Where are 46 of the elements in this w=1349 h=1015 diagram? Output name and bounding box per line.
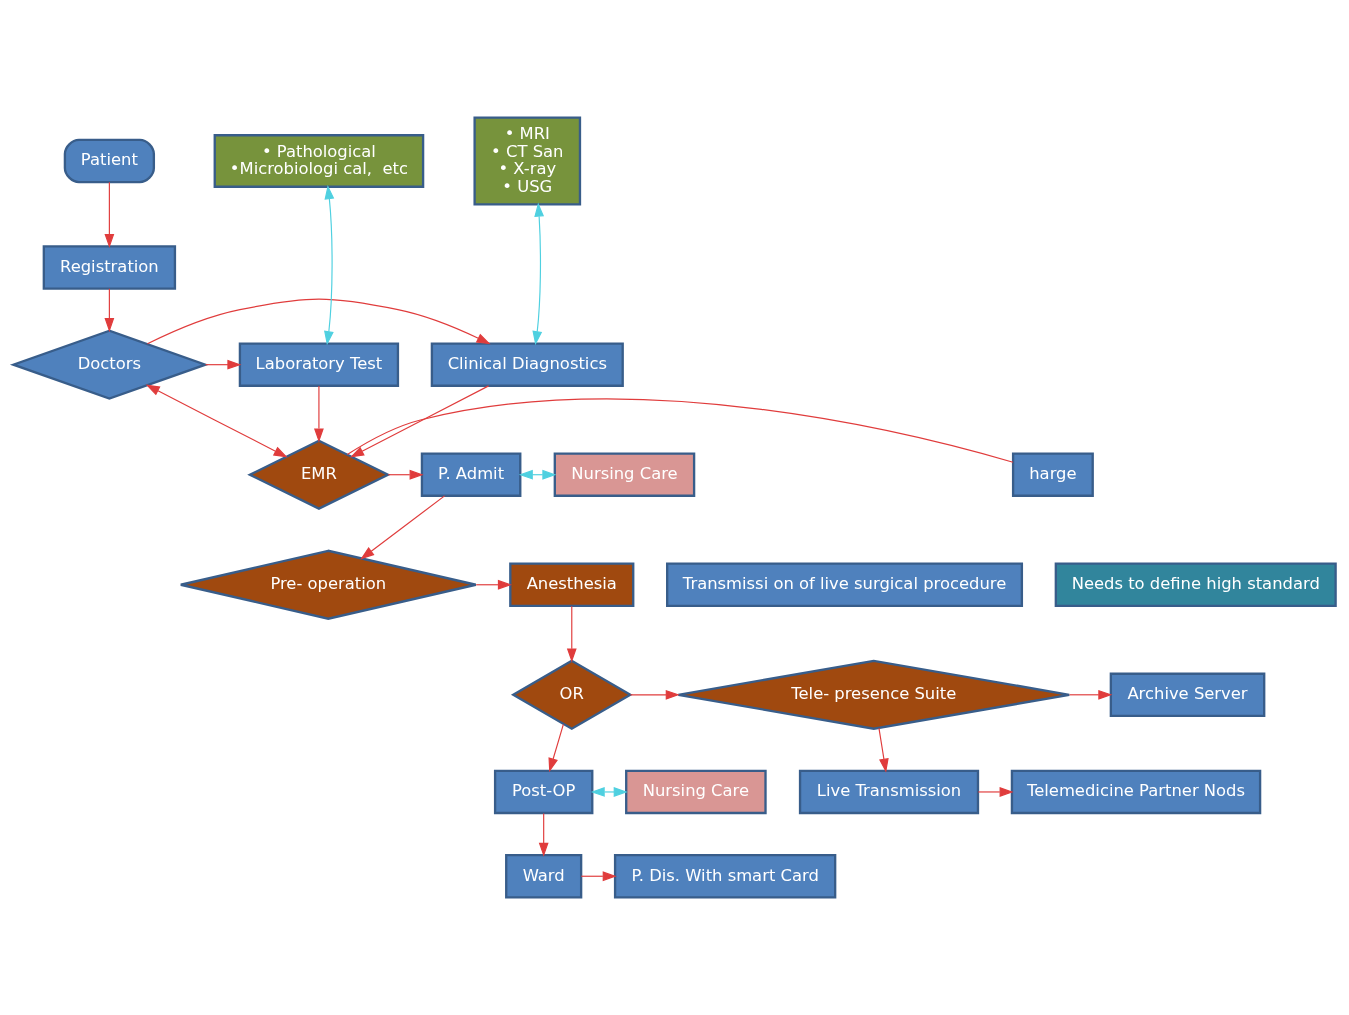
node-box: Archive Server xyxy=(1109,672,1266,718)
node-box: Clinical Diagnostics xyxy=(430,342,624,387)
arrow xyxy=(566,605,577,663)
arrow xyxy=(204,359,242,370)
arrow xyxy=(532,202,545,346)
node-box: Laboratory Test xyxy=(238,342,400,387)
node-box: Needs to define high standard xyxy=(1054,562,1337,607)
node-box: Patient xyxy=(63,138,156,184)
arrow xyxy=(104,181,115,249)
node-box: Registration xyxy=(42,245,177,290)
arrow xyxy=(977,787,1014,797)
arrow xyxy=(548,723,564,773)
arrow xyxy=(145,384,288,458)
node-box: Nursing Care xyxy=(625,769,767,815)
arrow xyxy=(518,469,557,480)
node-diamond: Tele- presence Suite xyxy=(677,659,1071,730)
node-box: Post-OP xyxy=(493,769,594,815)
node-box: P. Dis. With smart Card xyxy=(613,854,837,899)
node-diamond: OR xyxy=(510,659,633,731)
arrow xyxy=(360,495,446,560)
arrow xyxy=(387,469,424,480)
arrow xyxy=(350,385,490,458)
arrow xyxy=(314,385,324,443)
node-box: Live Transmission xyxy=(798,769,980,815)
arrow xyxy=(538,812,549,857)
arrow xyxy=(104,288,115,333)
node-box: harge xyxy=(1011,452,1094,497)
node-box: Ward xyxy=(505,854,583,899)
node-box: Telemedicine Partner Nods xyxy=(1010,769,1262,815)
arrow xyxy=(629,689,680,700)
node-box: Transmissi on of live surgical procedure xyxy=(666,562,1024,607)
arrow xyxy=(590,787,628,797)
arrow xyxy=(878,727,889,773)
arrow xyxy=(324,185,335,346)
node-box: • Pathological •Microbiologi cal, etc xyxy=(213,134,425,188)
arrow xyxy=(146,298,491,345)
arrow xyxy=(580,871,617,882)
node-diamond: EMR xyxy=(247,439,391,510)
node-box: Anesthesia xyxy=(509,562,635,607)
arrow xyxy=(475,579,512,590)
connector xyxy=(346,398,1014,463)
arrow xyxy=(1069,689,1113,700)
node-box: • MRI • CT San • X-ray • USG xyxy=(473,116,582,206)
node-box: Nursing Care xyxy=(553,452,696,497)
node-diamond: Doctors xyxy=(9,329,209,400)
node-box: P. Admit xyxy=(420,452,522,497)
